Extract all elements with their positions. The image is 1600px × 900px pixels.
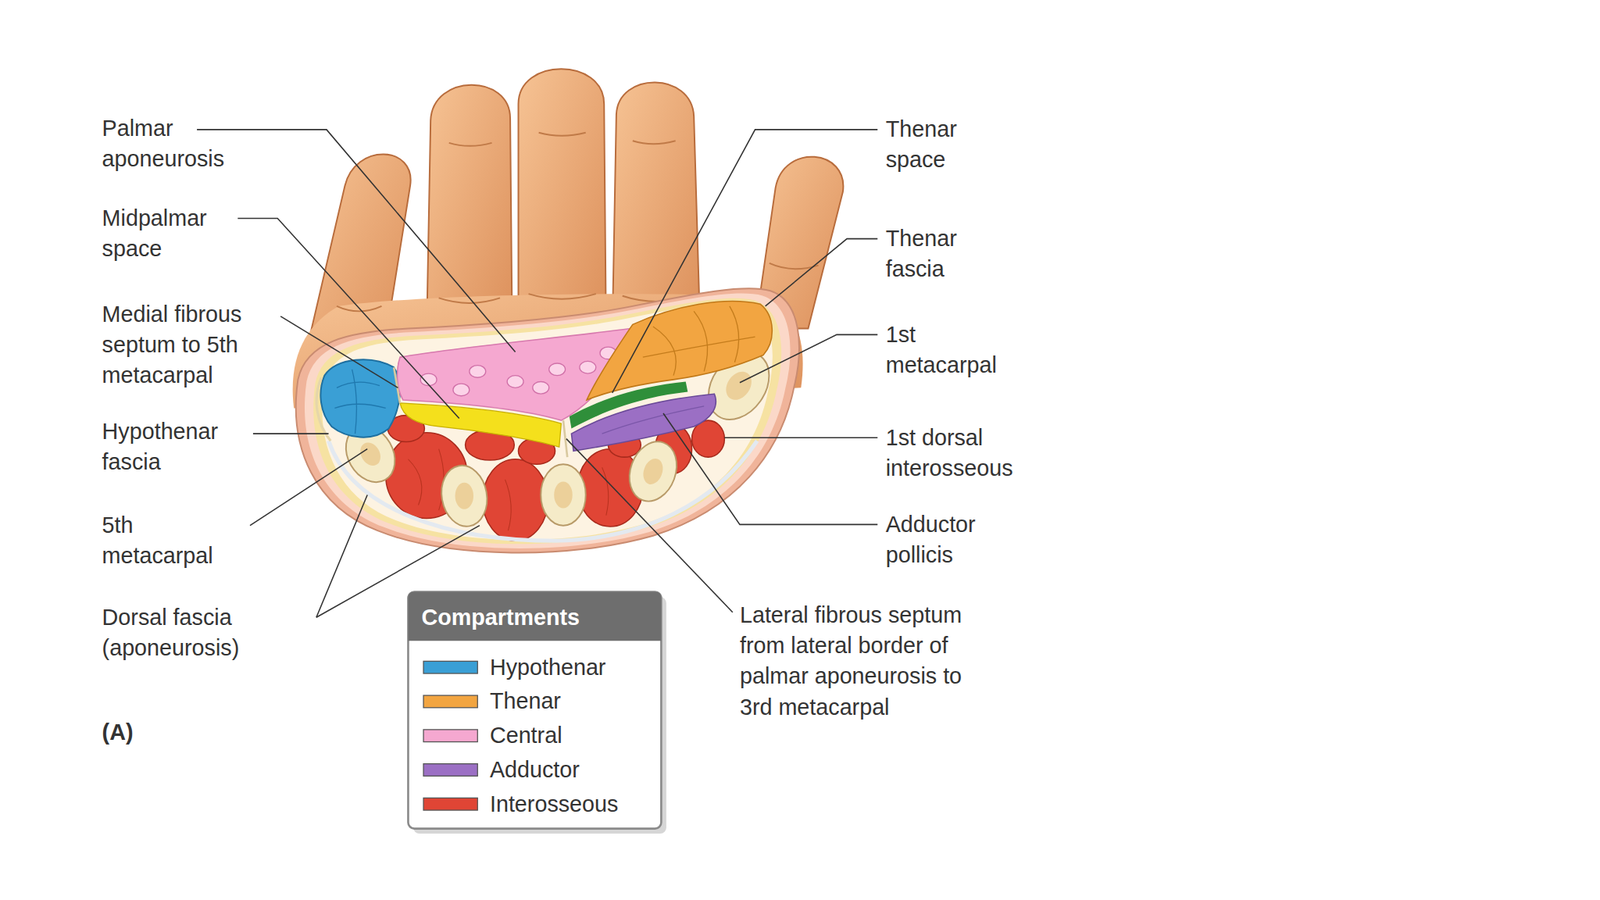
part-label: Adductor pollicis	[885, 509, 1019, 571]
thenar-compartment	[642, 306, 756, 376]
legend-label: Central	[489, 720, 654, 751]
metacarpal-bone	[436, 461, 492, 530]
central-compartment	[420, 346, 617, 397]
legend-box	[407, 592, 666, 835]
hypothenar-compartment	[320, 359, 400, 437]
legend-label: Thenar	[489, 685, 654, 717]
skin-crease	[632, 140, 676, 144]
skin-crease	[449, 142, 493, 147]
leader-line	[250, 449, 368, 526]
hypothenar-compartment	[320, 359, 400, 437]
part-label: 5th metacarpal	[102, 510, 236, 572]
part-label: 1st metacarpal	[885, 319, 1014, 381]
cross-section	[296, 288, 800, 553]
panel-letter: (A)	[102, 717, 164, 748]
leader-line	[765, 239, 879, 307]
legend-swatch	[423, 695, 478, 708]
adductor-compartment	[571, 393, 716, 451]
leader-line	[196, 129, 516, 353]
part-label: Dorsal fascia (aponeurosis)	[102, 602, 282, 664]
muscle-texture	[602, 467, 609, 515]
skin-crease	[539, 132, 586, 136]
leader-line	[316, 494, 368, 618]
metacarpal-bone	[540, 464, 586, 525]
part-label: Midpalmar space	[102, 203, 236, 265]
central-compartment	[549, 363, 566, 376]
leader-line	[280, 316, 398, 388]
central-compartment	[469, 365, 486, 379]
part-label: Medial fibrous septum to 5th metacarpal	[102, 299, 282, 392]
muscle-texture	[407, 459, 422, 506]
cross-section	[296, 288, 800, 553]
legend-swatch	[423, 764, 478, 777]
leader-line	[663, 413, 878, 525]
muscle-texture	[407, 449, 608, 531]
skin-crease	[336, 132, 818, 312]
bone-marrow	[455, 482, 475, 510]
leader-line	[612, 129, 879, 393]
leader-line	[237, 218, 459, 419]
part-label: Thenar space	[885, 114, 989, 175]
legend-label: Interosseous	[489, 789, 654, 820]
legend-swatches	[423, 660, 478, 811]
leader-line	[739, 334, 878, 383]
bone-marrow	[639, 455, 667, 487]
bone-marrow	[553, 481, 573, 508]
hypothenar-compartment	[334, 369, 386, 434]
adductor-compartment	[571, 393, 716, 451]
legend-label: Hypothenar	[489, 652, 654, 683]
leader-line	[566, 439, 733, 613]
leader-line	[196, 129, 878, 618]
legend-box	[407, 592, 661, 642]
cross-section	[304, 292, 791, 548]
interosseous-muscle	[482, 459, 549, 541]
adductor-compartment	[602, 406, 705, 434]
central-compartment	[532, 381, 550, 394]
central-compartment	[453, 383, 470, 397]
bone-marrow	[721, 366, 758, 405]
part-label: Hypothenar fascia	[102, 416, 256, 478]
central-compartment	[507, 375, 524, 389]
part-label: Lateral fibrous septum from lateral bord…	[739, 600, 996, 723]
skin-crease	[528, 293, 597, 300]
part-label: 1st dorsal interosseous	[885, 422, 1050, 484]
legend-title: Compartments	[421, 602, 651, 633]
metacarpal-bone	[621, 435, 686, 508]
legend-label: Adductor	[489, 754, 654, 786]
muscle-texture	[505, 479, 512, 531]
legend-box	[407, 592, 661, 829]
legend-swatch	[423, 729, 478, 743]
central-compartment	[579, 360, 597, 374]
part-label: Thenar fascia	[885, 223, 989, 285]
legend-swatch	[423, 660, 478, 674]
leader-line	[724, 437, 878, 440]
midpalmar-space	[400, 403, 561, 447]
fascia-line	[316, 377, 331, 441]
leader-line	[253, 432, 329, 435]
interosseous-muscle	[692, 420, 725, 458]
part-label: Palmar aponeurosis	[102, 113, 256, 175]
legend-swatch	[423, 797, 478, 811]
